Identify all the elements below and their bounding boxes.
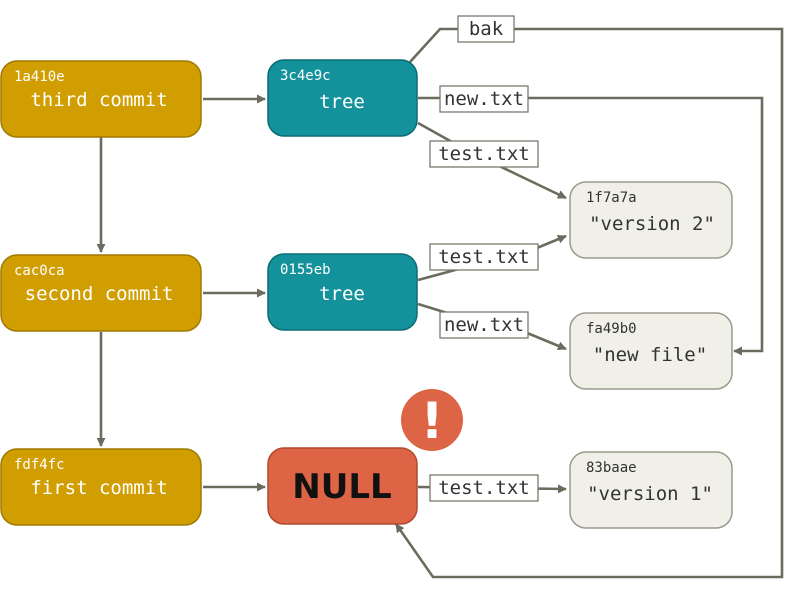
blob-node-83baae[interactable]: 83baae "version 1"	[569, 451, 733, 529]
svg-text:test.txt: test.txt	[438, 477, 530, 499]
commit-label: third commit	[30, 89, 167, 111]
commit-node-first[interactable]: fdf4fc first commit	[0, 448, 202, 526]
exclamation-warning-icon: !	[401, 389, 463, 451]
edge-label-test-txt-bottom: test.txt	[429, 474, 539, 502]
blob-hash: fa49b0	[586, 321, 637, 337]
commit-hash: fdf4fc	[14, 457, 65, 473]
tree-label: tree	[319, 283, 365, 305]
svg-text:test.txt: test.txt	[438, 143, 530, 165]
edge-label-new-txt-mid: new.txt	[439, 311, 529, 339]
svg-text:new.txt: new.txt	[444, 88, 524, 110]
edge-labels: bak new.txt test.txt test.txt new.txt te…	[429, 15, 539, 502]
null-label: NULL	[292, 467, 391, 507]
blob-label: "version 1"	[587, 483, 713, 505]
edge-label-test-txt-top: test.txt	[429, 140, 539, 168]
blob-hash: 1f7a7a	[586, 190, 637, 206]
svg-text:!: !	[421, 392, 444, 450]
blob-hash: 83baae	[586, 460, 637, 476]
null-node[interactable]: NULL	[267, 447, 418, 525]
tree-hash: 0155eb	[280, 262, 331, 278]
commit-label: second commit	[25, 283, 174, 305]
edge-label-bak: bak	[457, 15, 515, 43]
svg-text:new.txt: new.txt	[444, 314, 524, 336]
tree-hash: 3c4e9c	[280, 68, 331, 84]
tree-node-0155eb[interactable]: 0155eb tree	[267, 253, 418, 331]
tree-label: tree	[319, 91, 365, 113]
commit-node-third[interactable]: 1a410e third commit	[0, 60, 202, 138]
blob-label: "new file"	[593, 344, 707, 366]
edge-new-txt-top	[418, 96, 764, 356]
svg-text:bak: bak	[469, 18, 504, 40]
commit-node-second[interactable]: cac0ca second commit	[0, 254, 202, 332]
blob-node-1f7a7a[interactable]: 1f7a7a "version 2"	[569, 181, 733, 259]
commit-hash: 1a410e	[14, 69, 65, 85]
commit-hash: cac0ca	[14, 263, 65, 279]
edge-bak	[394, 27, 784, 579]
edge-label-test-txt-mid: test.txt	[429, 243, 539, 271]
blob-label: "version 2"	[589, 213, 715, 235]
tree-node-3c4e9c[interactable]: 3c4e9c tree	[267, 59, 418, 137]
svg-text:test.txt: test.txt	[438, 246, 530, 268]
edge-label-new-txt-top: new.txt	[439, 85, 529, 113]
blob-node-fa49b0[interactable]: fa49b0 "new file"	[569, 312, 733, 390]
commit-label: first commit	[30, 477, 167, 499]
